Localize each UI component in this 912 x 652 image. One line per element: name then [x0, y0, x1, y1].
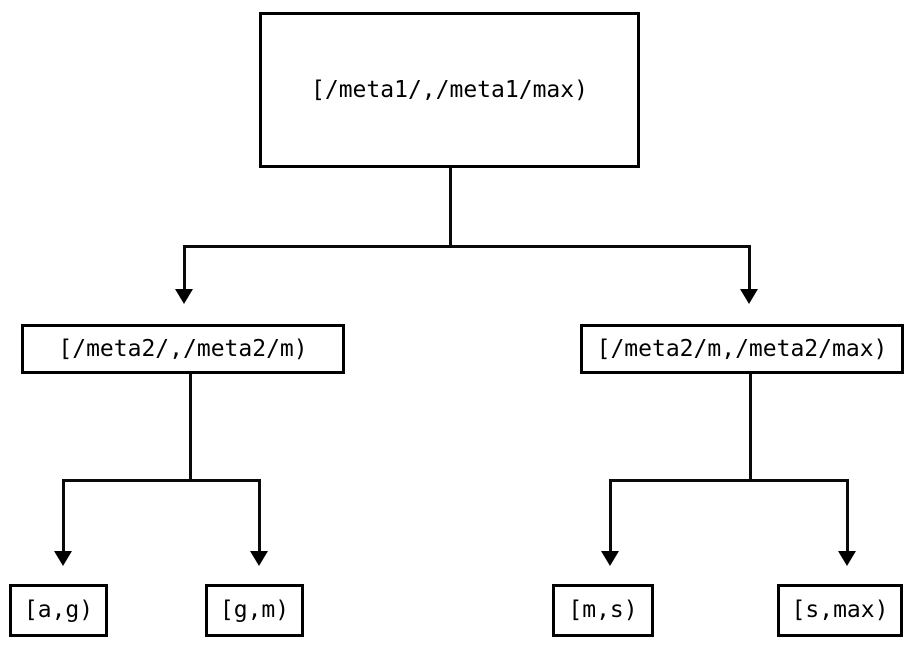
node-leaf-2[interactable]: [g,m)	[205, 584, 304, 637]
edge-mid-right-to-leaf-4	[846, 479, 849, 552]
node-root-label: [/meta1/,/meta1/max)	[311, 76, 588, 103]
edge-mid-right-bus-right	[749, 479, 849, 482]
node-leaf-4[interactable]: [s,max)	[777, 584, 903, 637]
arrow-root-to-mid-right	[740, 289, 758, 304]
edge-mid-left-stem	[189, 374, 192, 482]
edge-root-to-mid-right	[748, 245, 751, 291]
edge-root-bus	[183, 245, 751, 248]
edge-mid-left-to-leaf-1	[62, 479, 65, 552]
arrow-mid-left-to-leaf-1	[54, 551, 72, 566]
edge-mid-left-bus	[62, 479, 192, 482]
edge-mid-right-bus	[609, 479, 752, 482]
node-leaf-1-label: [a,g)	[23, 597, 94, 623]
node-mid-right[interactable]: [/meta2/m,/meta2/max)	[580, 324, 904, 374]
node-root[interactable]: [/meta1/,/meta1/max)	[259, 12, 640, 168]
edge-mid-right-to-leaf-3	[609, 479, 612, 552]
edge-mid-right-stem	[749, 374, 752, 482]
edge-root-to-mid-left	[183, 245, 186, 291]
arrow-mid-right-to-leaf-3	[601, 551, 619, 566]
node-leaf-3-label: [m,s)	[568, 597, 638, 623]
arrow-mid-left-to-leaf-2	[250, 551, 268, 566]
node-leaf-1[interactable]: [a,g)	[9, 584, 108, 637]
node-leaf-4-label: [s,max)	[791, 597, 889, 623]
node-mid-left-label: [/meta2/,/meta2/m)	[58, 335, 308, 362]
edge-mid-left-bus-right	[189, 479, 261, 482]
node-leaf-2-label: [g,m)	[219, 597, 290, 623]
node-mid-left[interactable]: [/meta2/,/meta2/m)	[21, 324, 345, 374]
arrow-root-to-mid-left	[175, 289, 193, 304]
node-leaf-3[interactable]: [m,s)	[552, 584, 654, 637]
node-mid-right-label: [/meta2/m,/meta2/max)	[596, 335, 888, 362]
edge-mid-left-to-leaf-2	[258, 479, 261, 552]
edge-root-stem	[449, 168, 452, 248]
arrow-mid-right-to-leaf-4	[838, 551, 856, 566]
